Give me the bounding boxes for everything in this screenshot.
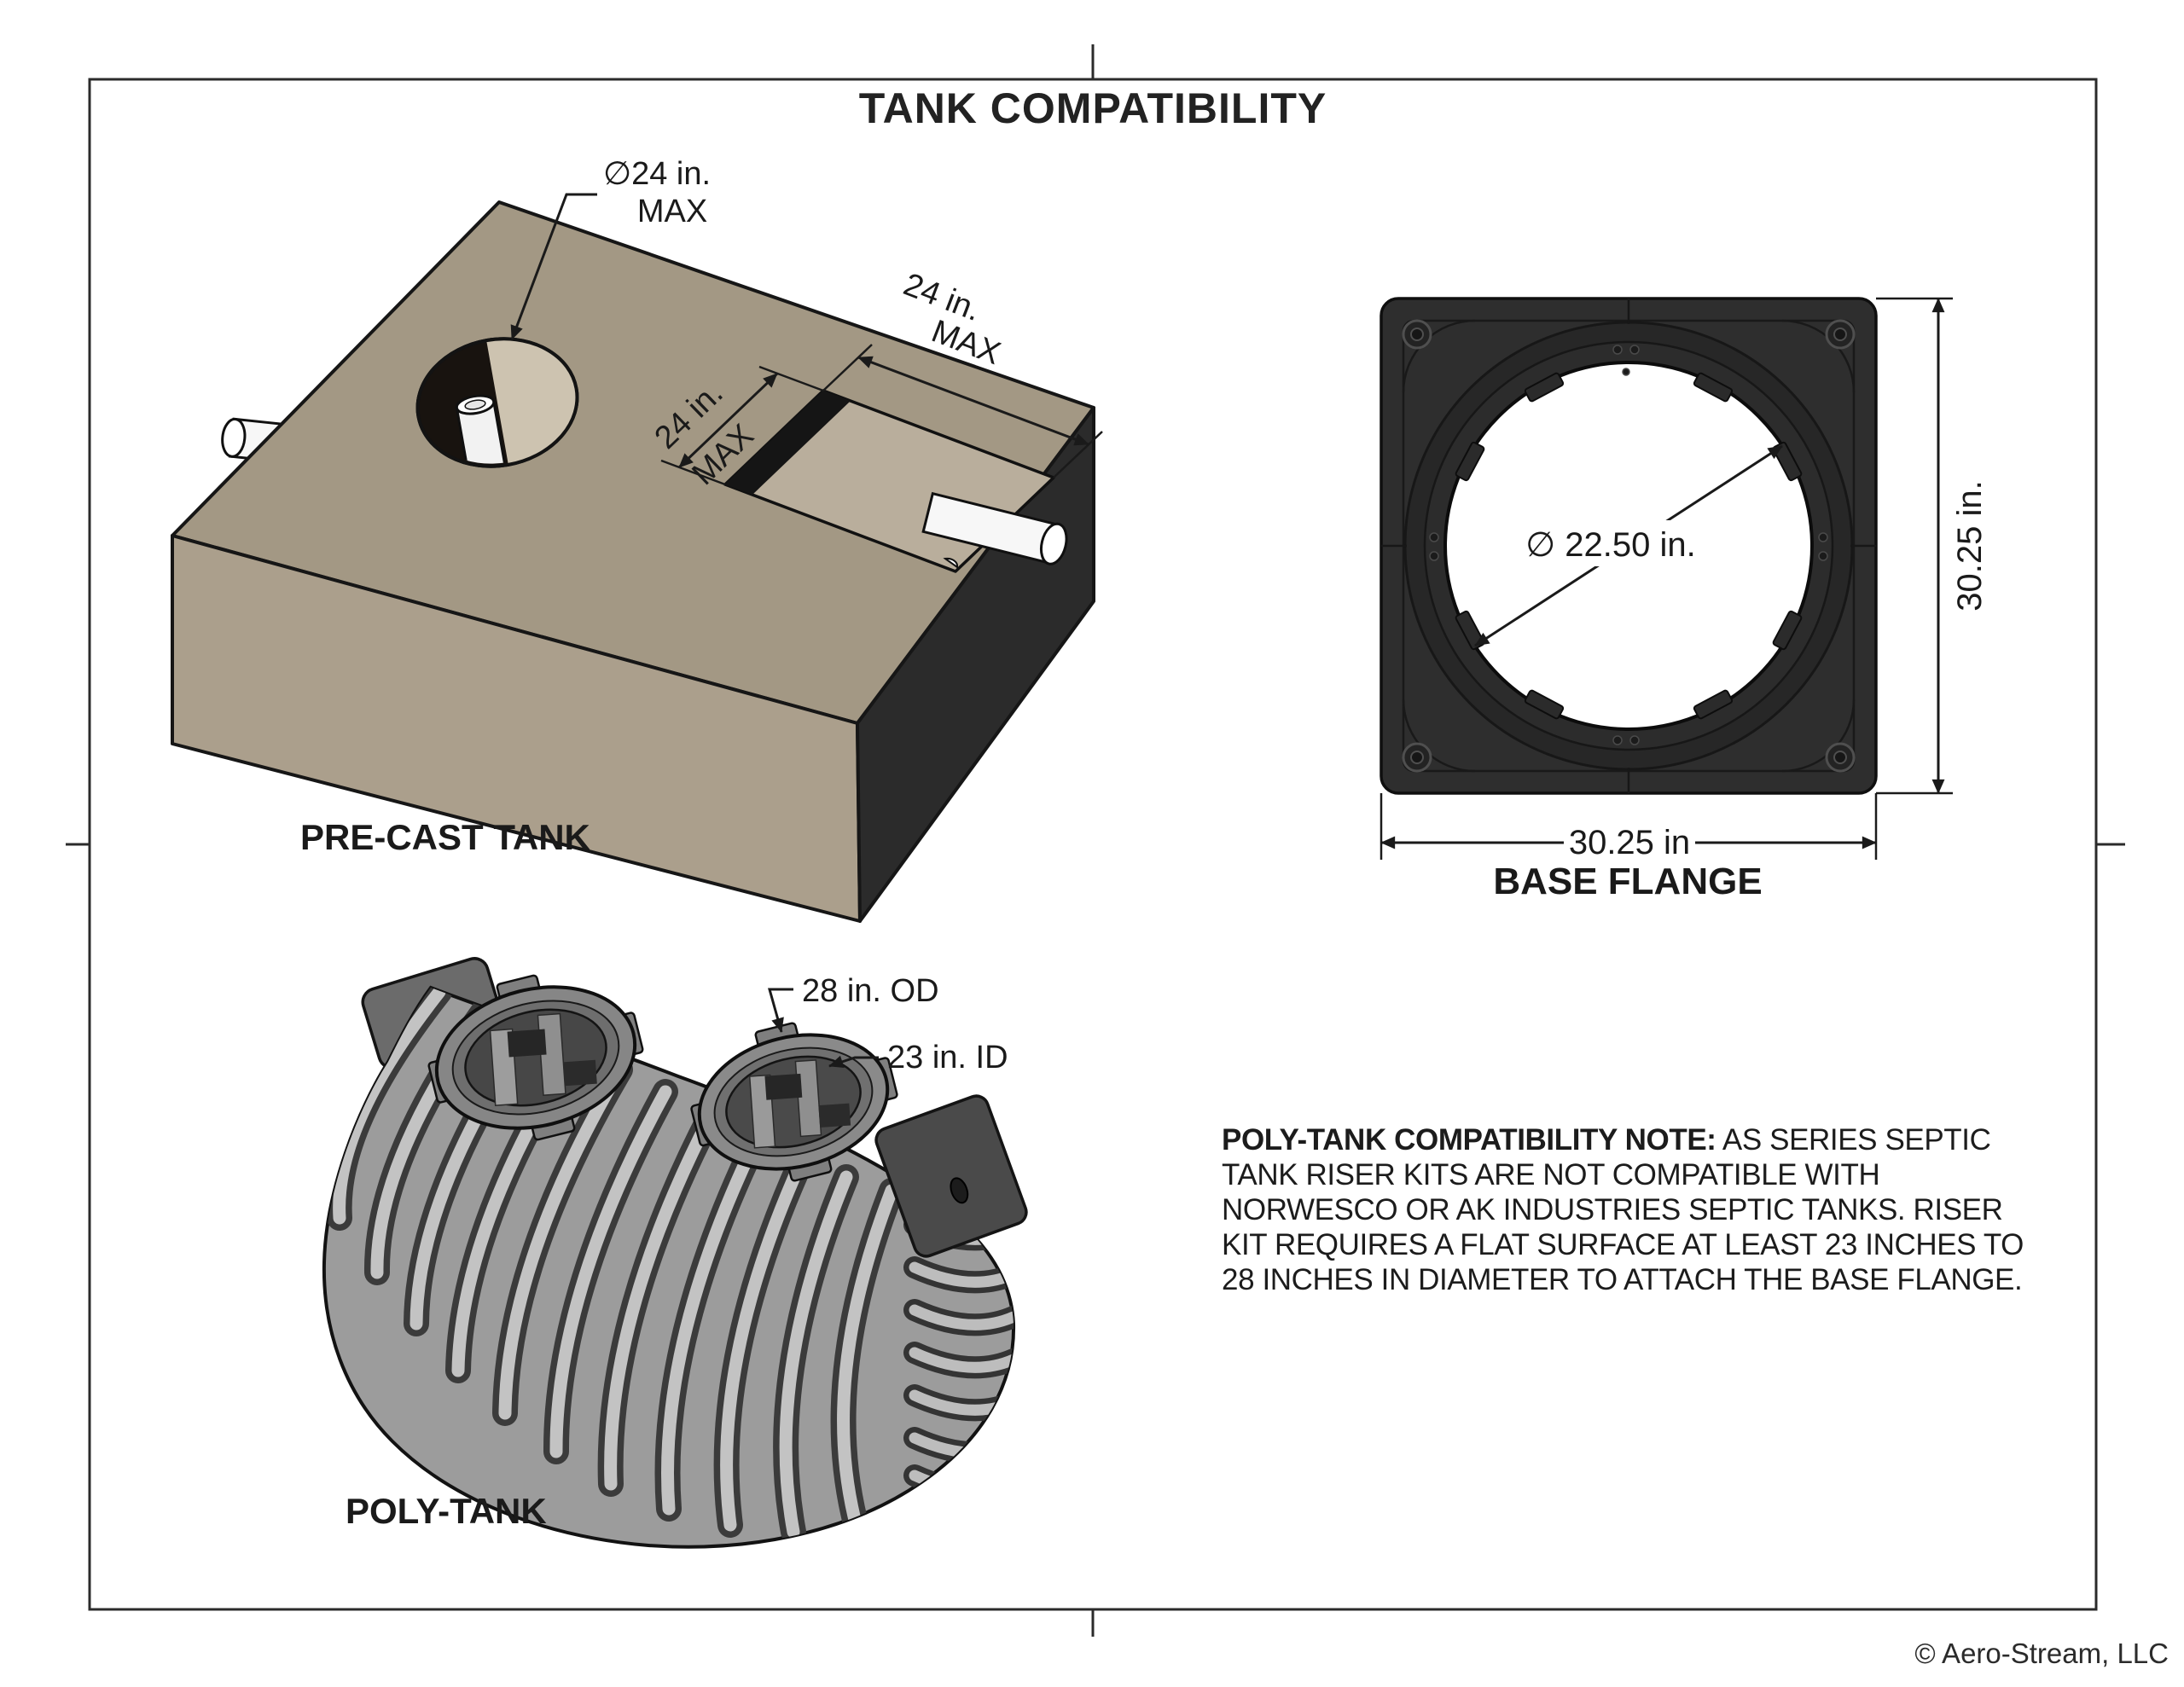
compatibility-note-body: AS SERIES SEPTIC TANK RISER KITS ARE NOT… (1222, 1123, 2024, 1296)
copyright-text: © Aero-Stream, LLC (1914, 1638, 2169, 1669)
poly-od-value: 28 in. OD (802, 973, 939, 1009)
sheet-border (66, 44, 2125, 1637)
flange-hole-diameter-value: ∅ 22.50 in. (1525, 526, 1695, 564)
flange-height-dimension: 30.25 in. (1876, 297, 1989, 795)
poly-manhole-right (690, 1022, 898, 1182)
precast-tank-label: PRE-CAST TANK (300, 817, 590, 857)
hole-diameter-annotation: ∅24 in. MAX (510, 156, 711, 340)
flange-seams (1381, 299, 1876, 793)
page-title: TANK COMPATIBILITY (858, 84, 1327, 132)
corner-bolts (1402, 319, 1856, 773)
poly-od-annotation: 28 in. OD (768, 973, 939, 1033)
poly-front-lug (874, 1094, 1028, 1258)
flange-detail-dots (1429, 345, 1828, 745)
hole-diameter-value: ∅24 in. (603, 156, 711, 192)
flange-width-value: 30.25 in (1569, 824, 1690, 861)
poly-tank-label: POLY-TANK (346, 1491, 547, 1531)
hole-diameter-max: MAX (637, 194, 707, 229)
base-flange-illustration: ∅ 22.50 in. 30.25 in. 30.25 in BASE FLAN… (1380, 297, 1989, 902)
poly-id-value: 23 in. ID (887, 1040, 1008, 1075)
flange-height-value: 30.25 in. (1951, 480, 1989, 611)
compatibility-note-heading: POLY-TANK COMPATIBILITY NOTE: (1222, 1123, 1716, 1157)
outlet-pipe (921, 491, 1068, 565)
base-flange-label: BASE FLANGE (1493, 861, 1762, 902)
round-opening (415, 337, 579, 476)
flange-hole-diameter-dimension: ∅ 22.50 in. (1474, 444, 1783, 647)
compatibility-note: POLY-TANK COMPATIBILITY NOTE: AS SERIES … (1222, 1122, 2024, 1297)
poly-id-annotation: 23 in. ID (828, 1040, 1008, 1075)
flange-width-dimension: 30.25 in (1380, 793, 1878, 861)
poly-manhole-left (427, 974, 644, 1141)
poly-tank-illustration: 28 in. OD 23 in. ID POLY-TANK (322, 957, 1028, 1549)
precast-tank-illustration: ∅24 in. MAX 24 in. MAX 24 in. MAX PRE-CA… (171, 156, 1103, 923)
